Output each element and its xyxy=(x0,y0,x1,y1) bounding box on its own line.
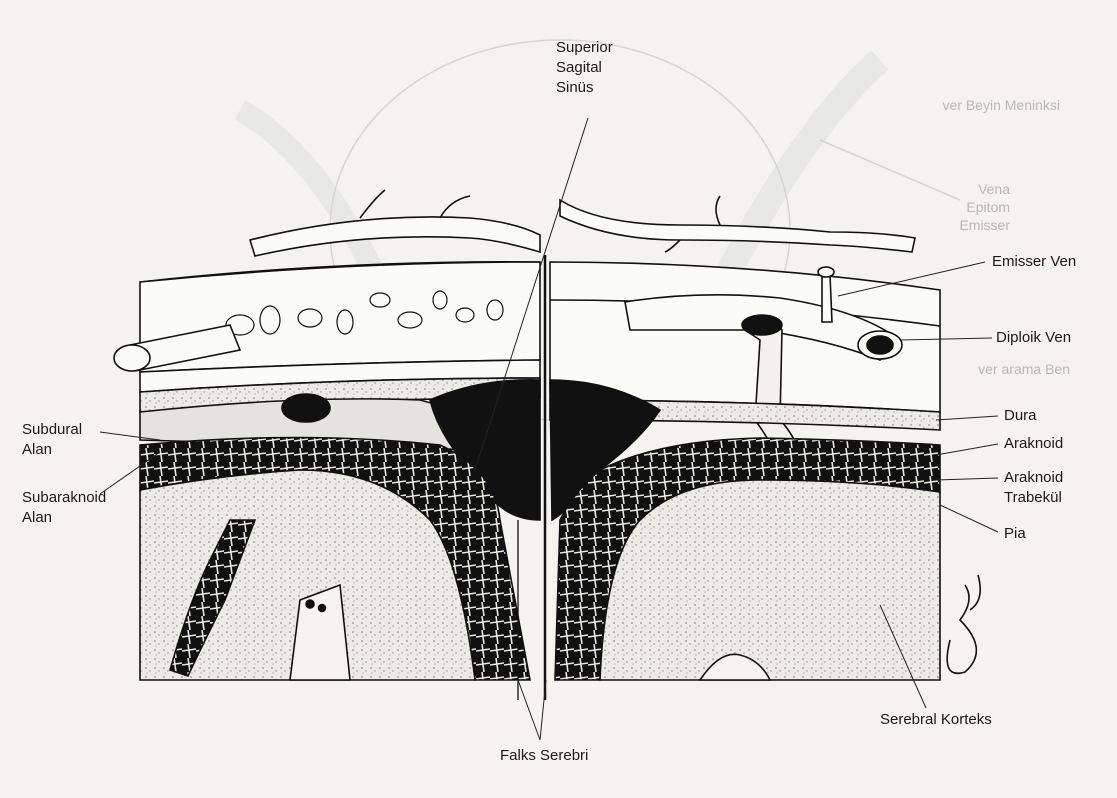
label-araknoid: Araknoid xyxy=(1004,434,1063,454)
bleed-text-top-right: ver Beyin Meninksi xyxy=(860,96,1060,114)
label-falks-serebri: Falks Serebri xyxy=(500,746,588,766)
label-subaraknoid-alan: Subaraknoid Alan xyxy=(22,488,106,528)
label-serebral-korteks: Serebral Korteks xyxy=(880,710,992,730)
label-superior-sagital-sinus: Superior Sagital Sinüs xyxy=(556,38,613,98)
bleed-text-right-small: ver arama Ben xyxy=(960,360,1070,378)
left-hemisphere-section xyxy=(114,190,540,680)
label-dura: Dura xyxy=(1004,406,1037,426)
scalp-vein-left xyxy=(250,217,540,256)
bleed-text-right-block: Vena Epitom Emisser xyxy=(900,180,1010,234)
cerebral-cortex-right xyxy=(600,480,940,680)
label-araknoid-trabekul: Araknoid Trabekül xyxy=(1004,468,1063,508)
label-pia: Pia xyxy=(1004,524,1026,544)
emissary-vein xyxy=(822,275,832,322)
label-subdural-alan: Subdural Alan xyxy=(22,420,82,460)
label-diploik-ven: Diploik Ven xyxy=(996,328,1071,348)
artist-signature xyxy=(947,575,980,673)
label-emisser-ven: Emisser Ven xyxy=(992,252,1076,272)
